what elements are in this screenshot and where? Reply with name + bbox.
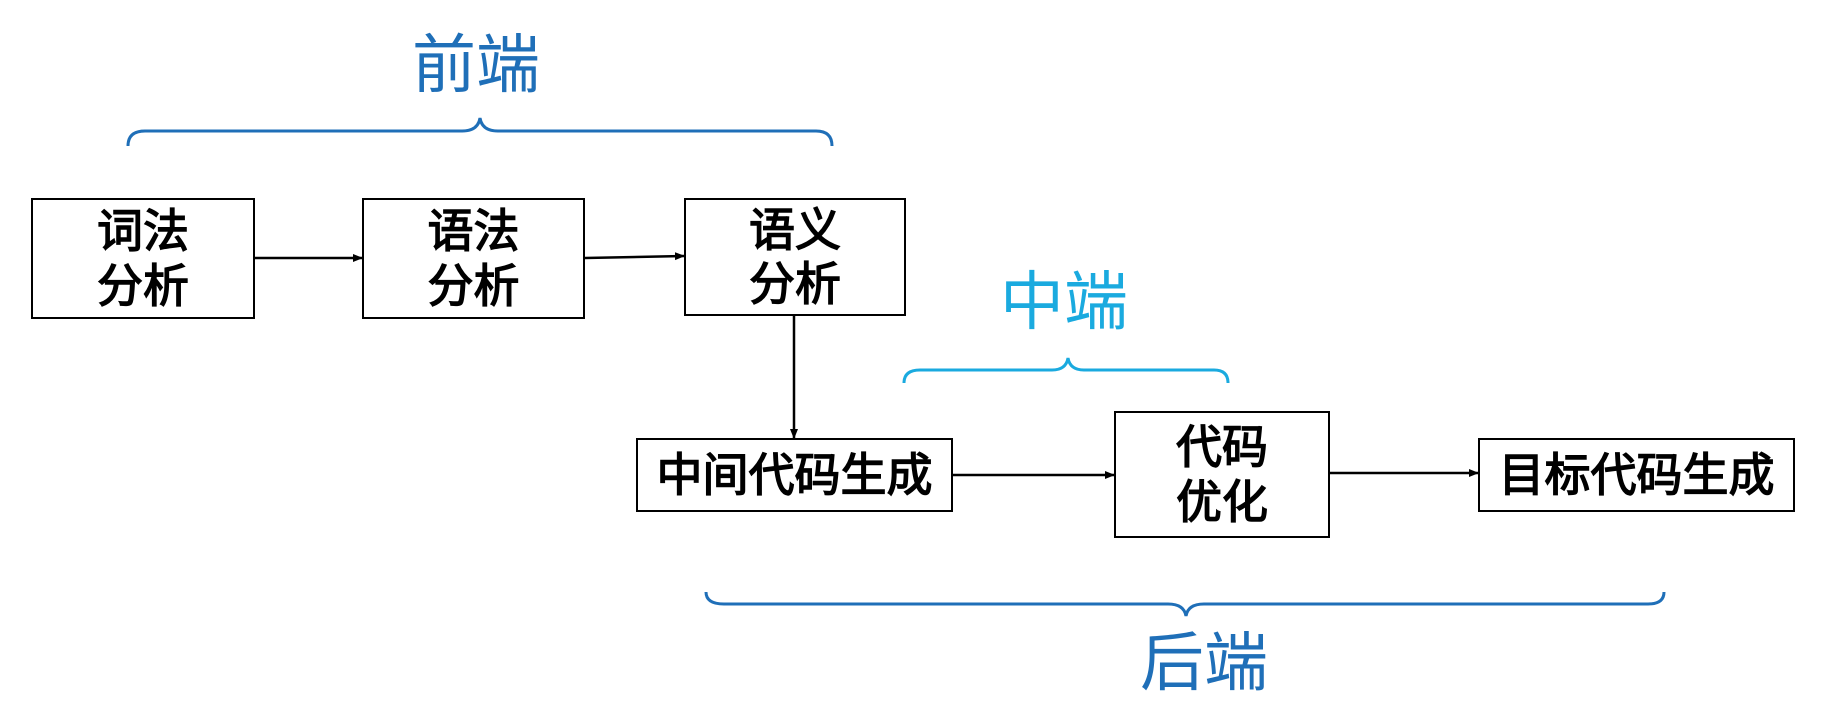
code-optimization-line-2: 优化 (1176, 474, 1268, 529)
arrow-syntax-to-semantic (584, 252, 685, 261)
middle-end-brace (902, 357, 1230, 384)
target-code-generation-box: 目标代码生成 (1478, 438, 1795, 512)
code-optimization-line-1: 代码 (1176, 420, 1268, 475)
ir-generation-label: 中间代码生成 (656, 447, 933, 502)
syntax-analysis-line-1: 语法 (427, 204, 520, 259)
syntax-analysis-line-2: 分析 (427, 258, 520, 313)
back-end-label: 后端 (1140, 627, 1268, 701)
ir-generation-box: 中间代码生成 (636, 438, 953, 512)
middle-end-label: 中端 (1000, 266, 1128, 340)
semantic-analysis-box: 语义 分析 (684, 198, 906, 316)
code-optimization-box: 代码 优化 (1114, 411, 1330, 538)
target-code-generation-label: 目标代码生成 (1498, 447, 1775, 502)
semantic-analysis-line-2: 分析 (749, 257, 841, 311)
front-end-brace (126, 117, 834, 147)
semantic-analysis-line-1: 语义 (749, 202, 841, 257)
front-end-label: 前端 (412, 29, 540, 103)
lexical-analysis-line-1: 词法 (97, 204, 189, 259)
lexical-analysis-box: 词法 分析 (31, 198, 255, 319)
back-end-brace (704, 591, 1666, 617)
syntax-analysis-box: 语法 分析 (362, 198, 585, 319)
lexical-analysis-line-2: 分析 (97, 258, 189, 313)
